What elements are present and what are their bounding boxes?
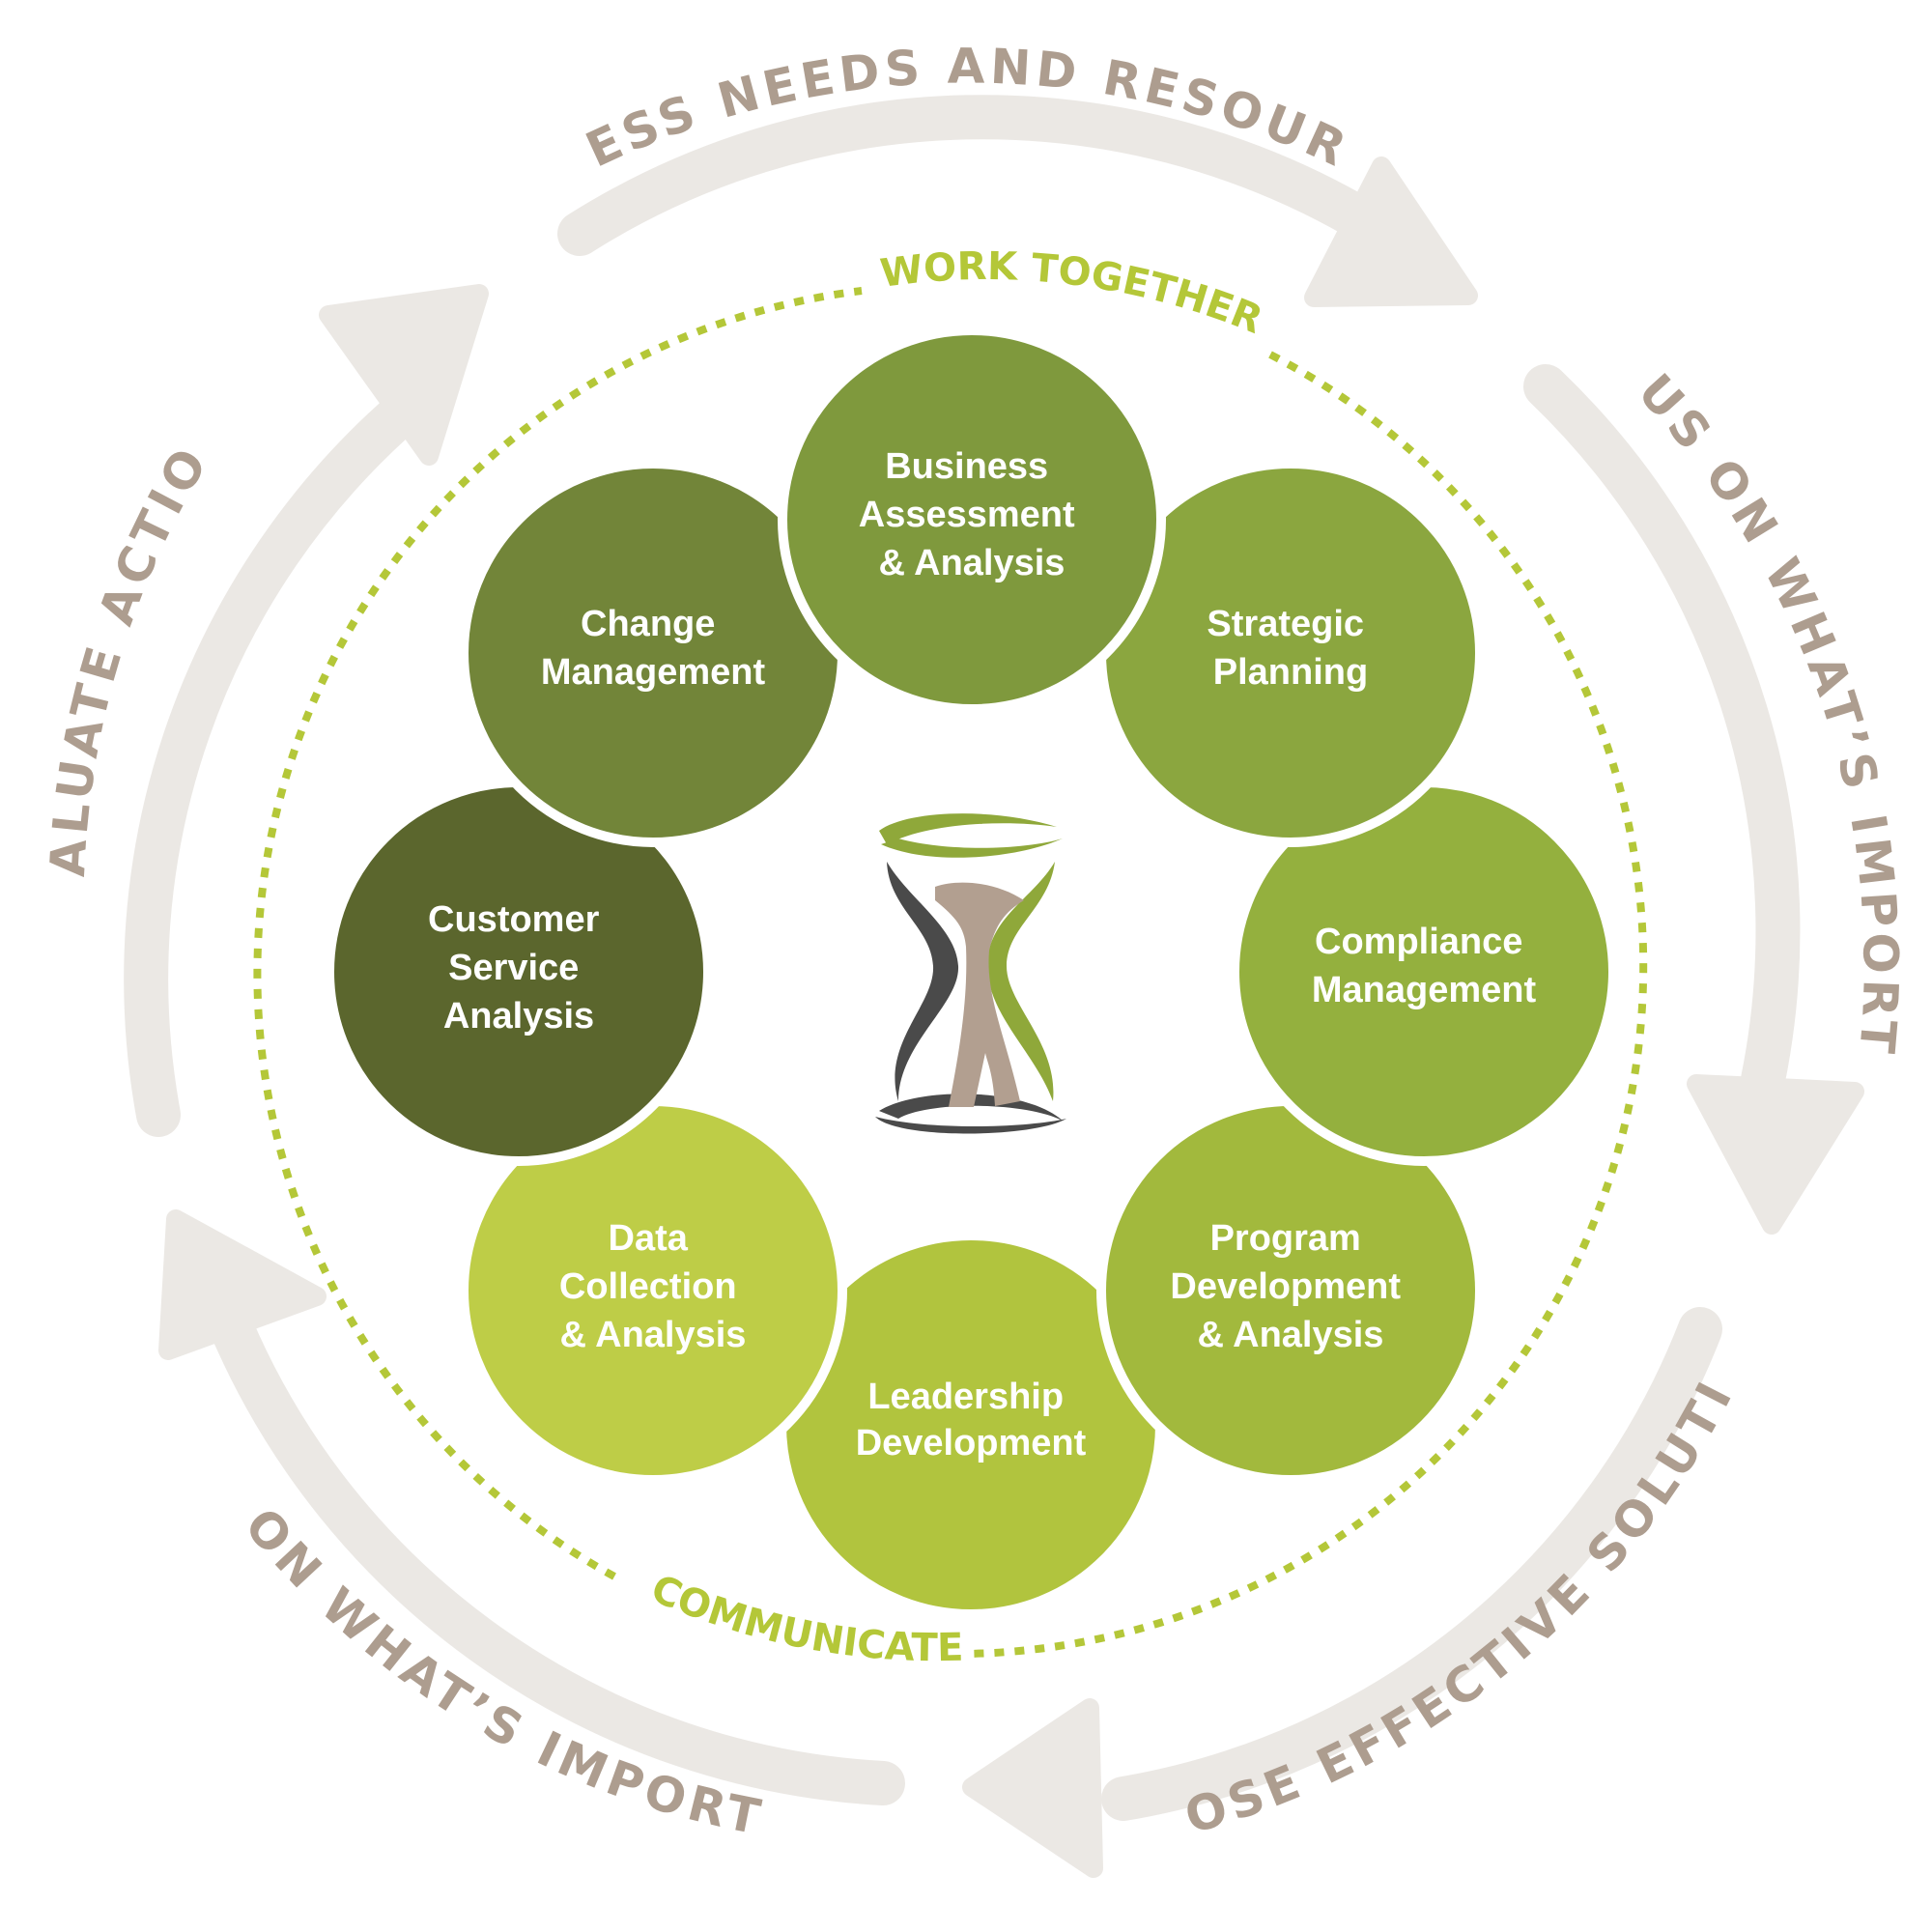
dotted-ring-right <box>965 351 1648 1658</box>
circle-program-development[interactable]: Program Development & Analysis <box>1096 1096 1485 1485</box>
arrow-evaluate-head <box>319 284 489 466</box>
circle-program-development-label: Program Development & Analysis <box>1170 1218 1410 1355</box>
hourglass-icon <box>875 813 1066 1134</box>
circle-data-collection-label: Data Collection & Analysis <box>559 1218 747 1355</box>
circle-leadership-development-label: Leadership Development <box>856 1377 1087 1463</box>
label-work-together: WORK TOGETHER <box>878 244 1268 343</box>
circle-business-assessment-shape <box>778 326 1166 714</box>
arrow-focus-body <box>1523 364 1801 1116</box>
arrow-act-head <box>158 1209 327 1360</box>
circle-strategic-planning-label: Strategic Planning <box>1207 604 1374 693</box>
arrow-choose-head <box>962 1698 1103 1878</box>
circle-business-assessment-label: Business Assessment & Analysis <box>859 446 1085 583</box>
circle-business-assessment[interactable]: Business Assessment & Analysis <box>778 326 1166 714</box>
outer-cycle-arrows <box>124 95 1864 1878</box>
arrow-assess-body <box>557 95 1378 256</box>
circle-customer-service-label: Customer Service Analysis <box>428 899 610 1037</box>
circle-strategic-planning[interactable]: Strategic Planning <box>1096 459 1485 847</box>
arrow-act-body <box>210 1306 905 1805</box>
circle-customer-service[interactable]: Customer Service Analysis <box>325 778 713 1166</box>
arrow-evaluate-body <box>124 387 428 1137</box>
dotted-ring <box>253 287 1648 1658</box>
service-circles: Leadership Development Data Collection &… <box>325 326 1618 1619</box>
circle-change-management-label: Change Management <box>541 604 766 693</box>
arrow-focus-head <box>1687 1074 1864 1235</box>
circle-leadership-development[interactable]: Leadership Development <box>777 1231 1165 1619</box>
circle-compliance-management-label: Compliance Management <box>1312 922 1537 1010</box>
arrow-choose-body <box>1101 1307 1722 1821</box>
arrow-assess-head <box>1304 156 1478 307</box>
